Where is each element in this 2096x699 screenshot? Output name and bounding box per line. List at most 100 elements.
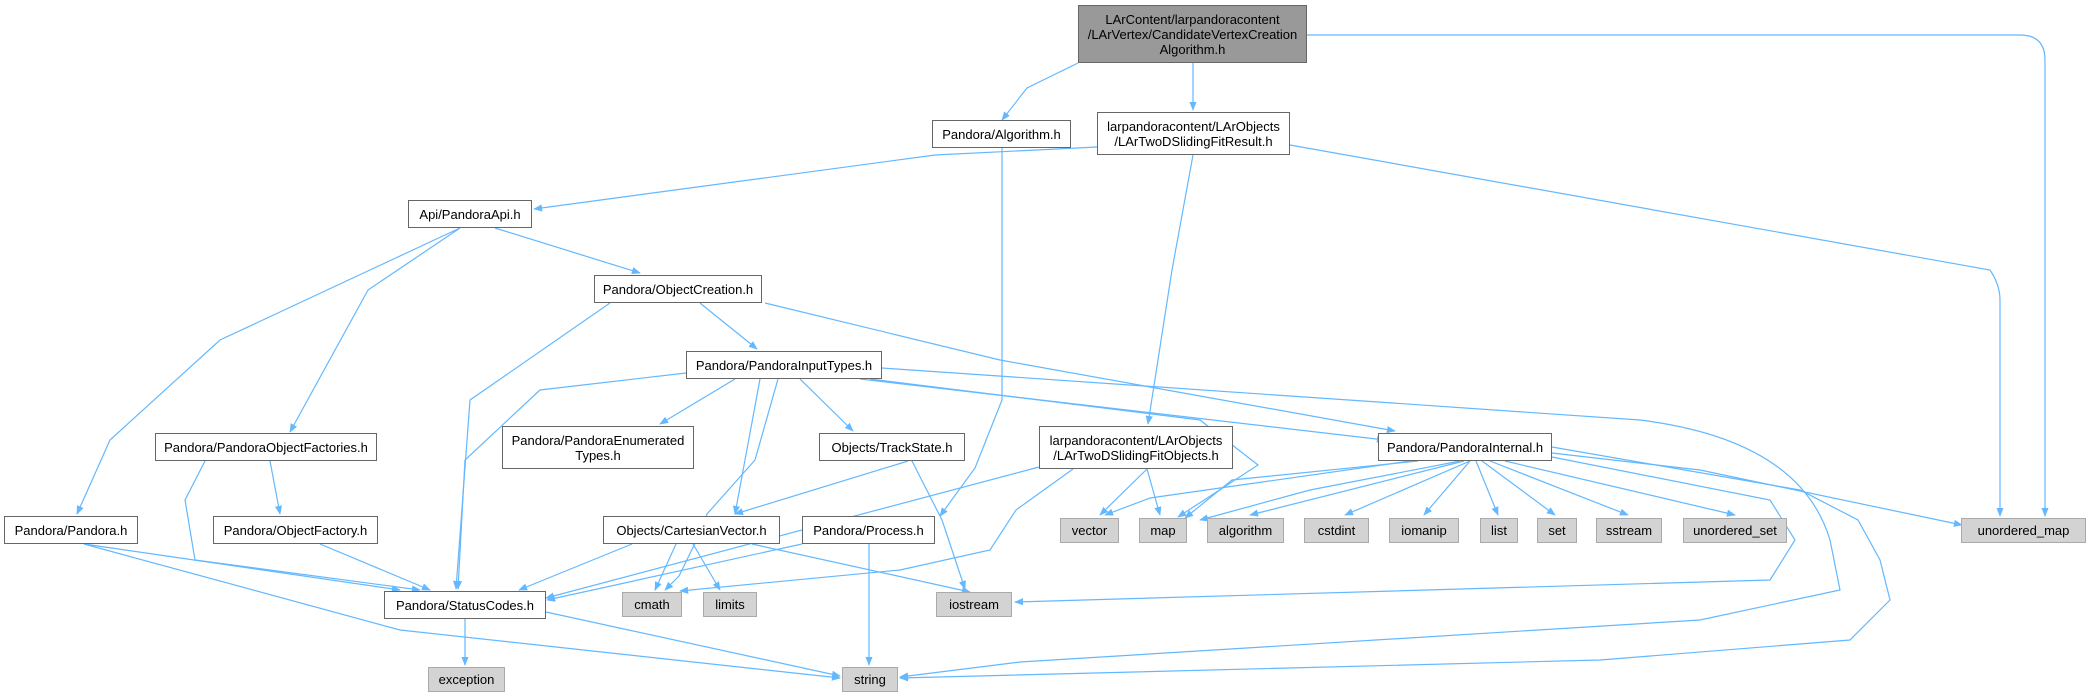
node-lar-twod-sliding-fit-objects-h[interactable]: larpandoracontent/LArObjects /LArTwoDSli…: [1039, 426, 1233, 469]
node-objects-track-state-h[interactable]: Objects/TrackState.h: [819, 433, 965, 461]
dependency-edge: [83, 543, 401, 593]
node-system-sstream: sstream: [1596, 518, 1662, 543]
node-label: iomanip: [1401, 523, 1447, 538]
node-pandora-status-codes-h[interactable]: Pandora/StatusCodes.h: [384, 591, 546, 619]
node-pandora-object-factories-h[interactable]: Pandora/PandoraObjectFactories.h: [155, 433, 377, 461]
dependency-edge: [533, 146, 1098, 212]
dependency-edge: [899, 446, 1891, 682]
dependency-edge: [1551, 452, 1963, 527]
dependency-edge: [545, 611, 841, 678]
node-label: list: [1491, 523, 1507, 538]
node-label: Pandora/Algorithm.h: [942, 126, 1061, 142]
node-label: cstdint: [1317, 523, 1356, 538]
node-system-algorithm: algorithm: [1207, 518, 1284, 543]
dependency-edge: [545, 466, 1040, 600]
node-api-pandora-api-h[interactable]: Api/PandoraApi.h: [408, 200, 532, 228]
dependency-edge: [799, 378, 854, 432]
node-label: Pandora/StatusCodes.h: [395, 597, 535, 613]
dependency-edge: [732, 378, 761, 515]
root-file-label: LArContent/larpandoracontent /LArVertex/…: [1087, 11, 1298, 57]
node-label: Pandora/ObjectFactory.h: [223, 522, 368, 538]
dependency-edge: [939, 148, 1003, 517]
dependency-edge: [76, 227, 461, 515]
node-label: larpandoracontent/LArObjects /LArTwoDSli…: [1107, 118, 1280, 149]
dependency-edge: [679, 468, 1074, 594]
node-label: limits: [715, 597, 745, 612]
node-label: set: [1548, 523, 1566, 538]
dependency-edge: [1099, 468, 1148, 516]
dependency-edge: [453, 302, 611, 590]
dependency-edge: [546, 543, 803, 602]
node-system-unordered-map: unordered_map: [1961, 518, 2086, 543]
node-label: Pandora/PandoraInputTypes.h: [695, 357, 873, 373]
dependency-edge: [289, 227, 461, 433]
node-label: algorithm: [1218, 523, 1273, 538]
dependency-edges: [76, 34, 2049, 682]
node-label: Pandora/PandoraObjectFactories.h: [164, 439, 368, 455]
node-label: string: [854, 672, 886, 687]
node-system-string: string: [842, 667, 898, 692]
dependency-edge: [1344, 460, 1471, 516]
dependency-edge: [654, 543, 677, 591]
node-label: Objects/CartesianVector.h: [616, 522, 767, 538]
node-pandora-enumerated-types-h[interactable]: Pandora/PandoraEnumerated Types.h: [502, 426, 694, 469]
node-pandora-object-creation-h[interactable]: Pandora/ObjectCreation.h: [594, 275, 762, 303]
dependency-edge: [1307, 34, 2049, 517]
node-lar-twod-sliding-fit-result-h[interactable]: larpandoracontent/LArObjects /LArTwoDSli…: [1097, 112, 1290, 155]
dependency-edge: [1475, 460, 1499, 516]
dependency-edge: [494, 227, 641, 275]
dependency-edge: [1104, 460, 1411, 516]
dependency-edge: [911, 460, 966, 590]
node-system-map: map: [1139, 518, 1187, 543]
node-label: Pandora/PandoraInternal.h: [1386, 439, 1544, 455]
dependency-edge: [692, 543, 721, 591]
dependency-edge: [1481, 460, 1556, 516]
dependency-edge: [734, 460, 909, 516]
node-system-cmath: cmath: [622, 592, 682, 617]
node-system-unordered-set: unordered_set: [1683, 518, 1787, 543]
node-label: vector: [1071, 523, 1108, 538]
node-label: larpandoracontent/LArObjects /LArTwoDSli…: [1049, 432, 1223, 463]
dependency-edge: [659, 378, 736, 425]
dependency-edge: [319, 543, 431, 591]
node-label: cmath: [634, 597, 670, 612]
root-file-node: LArContent/larpandoracontent /LArVertex/…: [1078, 5, 1307, 63]
node-label: Objects/TrackState.h: [831, 439, 953, 455]
dependency-edge: [881, 367, 1841, 680]
node-pandora-algorithm-h[interactable]: Pandora/Algorithm.h: [932, 120, 1071, 148]
dependency-edge: [699, 302, 758, 350]
dependency-edge: [269, 460, 283, 515]
node-pandora-pandora-h[interactable]: Pandora/Pandora.h: [4, 516, 138, 544]
node-system-set: set: [1537, 518, 1577, 543]
node-system-list: list: [1480, 518, 1518, 543]
node-pandora-input-types-h[interactable]: Pandora/PandoraInputTypes.h: [686, 351, 882, 379]
dependency-edge: [83, 543, 841, 681]
node-pandora-internal-h[interactable]: Pandora/PandoraInternal.h: [1378, 433, 1552, 461]
dependency-edge: [1184, 460, 1419, 519]
dependency-edge: [454, 372, 687, 590]
node-label: Api/PandoraApi.h: [419, 206, 521, 222]
node-label: exception: [438, 672, 495, 687]
dependency-edge: [751, 543, 971, 594]
dependency-edge: [1014, 456, 1796, 606]
node-label: Pandora/Process.h: [813, 522, 924, 538]
node-system-vector: vector: [1060, 518, 1119, 543]
node-system-cstdint: cstdint: [1304, 518, 1369, 543]
dependency-edge: [1249, 460, 1465, 517]
dependency-edge: [518, 543, 633, 591]
node-label: iostream: [949, 597, 999, 612]
dependency-edge: [1289, 144, 2004, 517]
node-pandora-object-factory-h[interactable]: Pandora/ObjectFactory.h: [213, 516, 378, 544]
dependency-edge: [764, 302, 1396, 434]
node-label: Pandora/PandoraEnumerated Types.h: [511, 432, 685, 463]
node-pandora-process-h[interactable]: Pandora/Process.h: [802, 516, 935, 544]
dependency-edge: [1199, 460, 1461, 522]
dependency-edge: [1145, 154, 1194, 425]
dependency-edge: [1423, 460, 1471, 516]
node-system-iomanip: iomanip: [1389, 518, 1459, 543]
node-objects-cartesian-vector-h[interactable]: Objects/CartesianVector.h: [603, 516, 780, 544]
dependency-edge: [1504, 460, 1736, 517]
node-label: unordered_map: [1977, 523, 2070, 538]
node-label: Pandora/ObjectCreation.h: [602, 281, 754, 297]
